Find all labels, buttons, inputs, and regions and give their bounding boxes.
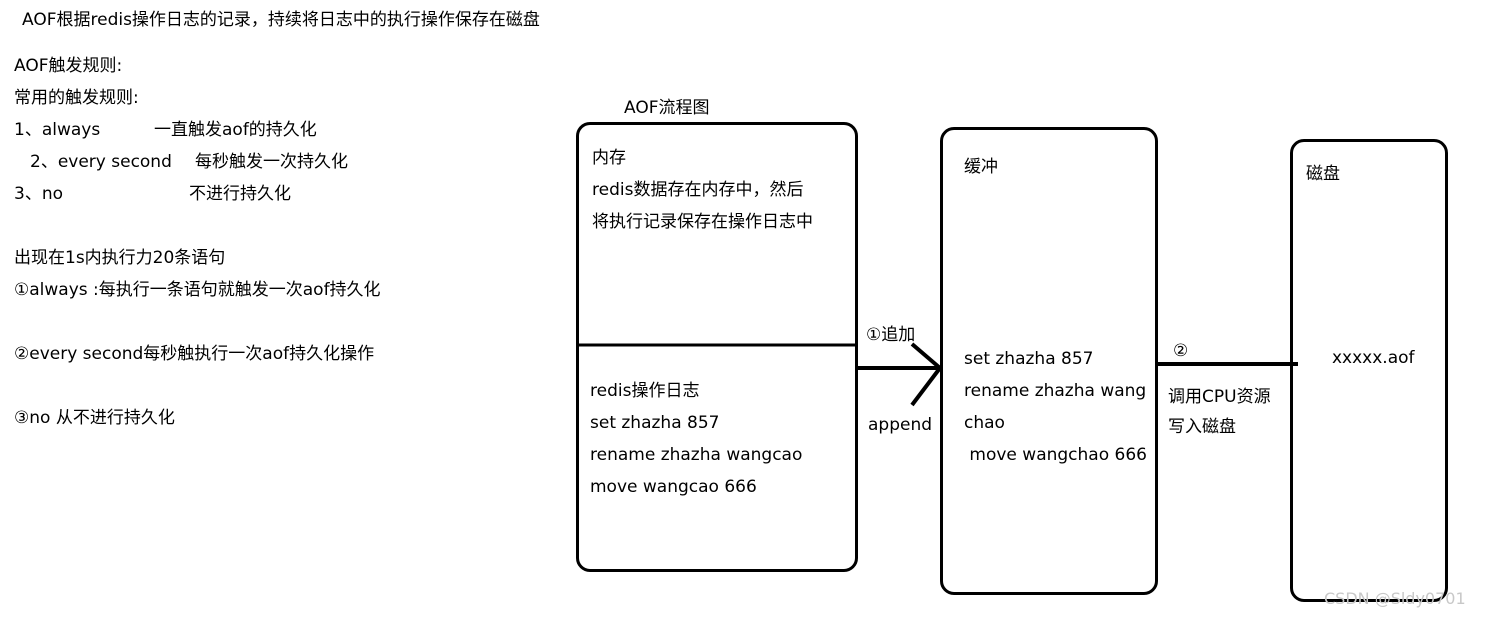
example-every-second: ②every second每秒触执行一次aof持久化操作 — [14, 344, 375, 364]
rule-1-num: 1、always — [14, 120, 101, 140]
operation-log-line-2: rename zhazha wangcao — [590, 445, 803, 465]
write-step-label: ② — [1173, 341, 1189, 361]
buffer-line-4: move wangchao 666 — [964, 445, 1147, 465]
example-no: ③no 从不进行持久化 — [14, 408, 175, 428]
rule-3-num: 3、no — [14, 184, 63, 204]
append-arrow-head — [910, 342, 943, 407]
disk-box — [1290, 139, 1448, 602]
buffer-line-2: rename zhazha wang — [964, 381, 1147, 401]
operation-log-title: redis操作日志 — [590, 381, 700, 401]
write-desc-line-2: 写入磁盘 — [1168, 417, 1236, 437]
flow-title: AOF流程图 — [624, 98, 710, 118]
rule-2-desc: 每秒触发一次持久化 — [195, 152, 348, 172]
append-sublabel: append — [868, 415, 933, 435]
memory-desc-line-2: 将执行记录保存在操作日志中 — [592, 212, 813, 232]
buffer-line-1: set zhazha 857 — [964, 349, 1094, 369]
rule-3-desc: 不进行持久化 — [189, 184, 291, 204]
memory-box — [576, 122, 858, 572]
example-title: 出现在1s内执行力20条语句 — [14, 248, 226, 268]
example-always: ①always :每执行一条语句就触发一次aof持久化 — [14, 280, 381, 300]
operation-log-line-3: move wangcao 666 — [590, 477, 757, 497]
buffer-box — [940, 127, 1158, 595]
buffer-label: 缓冲 — [964, 157, 998, 177]
aof-file-label: xxxxx.aof — [1332, 348, 1415, 368]
intro-title: AOF根据redis操作日志的记录，持续将日志中的执行操作保存在磁盘 — [22, 10, 540, 30]
write-desc-line-1: 调用CPU资源 — [1168, 387, 1271, 407]
buffer-line-3: chao — [964, 413, 1005, 433]
append-label: ①追加 — [866, 325, 916, 345]
rule-1-desc: 一直触发aof的持久化 — [154, 120, 317, 140]
operation-log-line-1: set zhazha 857 — [590, 413, 720, 433]
rules-title: AOF触发规则: — [14, 56, 123, 76]
watermark: CSDN @Sldy0701 — [1324, 589, 1466, 608]
memory-label: 内存 — [592, 148, 626, 168]
rule-2-num: 2、every second — [30, 152, 172, 172]
memory-desc-line-1: redis数据存在内存中，然后 — [592, 180, 804, 200]
common-rules-title: 常用的触发规则: — [14, 88, 139, 108]
disk-label: 磁盘 — [1306, 164, 1340, 184]
